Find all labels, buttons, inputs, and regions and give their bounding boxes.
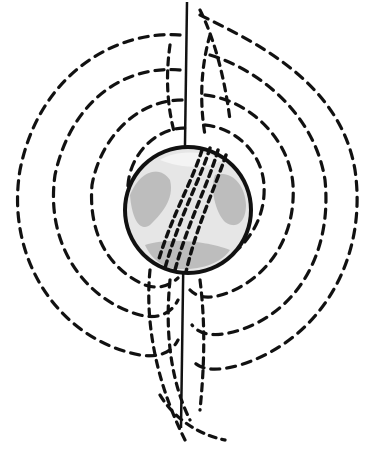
field-line-bottom-streak-1: [149, 270, 185, 440]
field-line-bottom-streak-3: [200, 280, 204, 410]
planet-globe: [125, 147, 251, 273]
field-line-top-streak-2: [168, 45, 175, 135]
field-line-top-streak-3: [202, 35, 210, 135]
